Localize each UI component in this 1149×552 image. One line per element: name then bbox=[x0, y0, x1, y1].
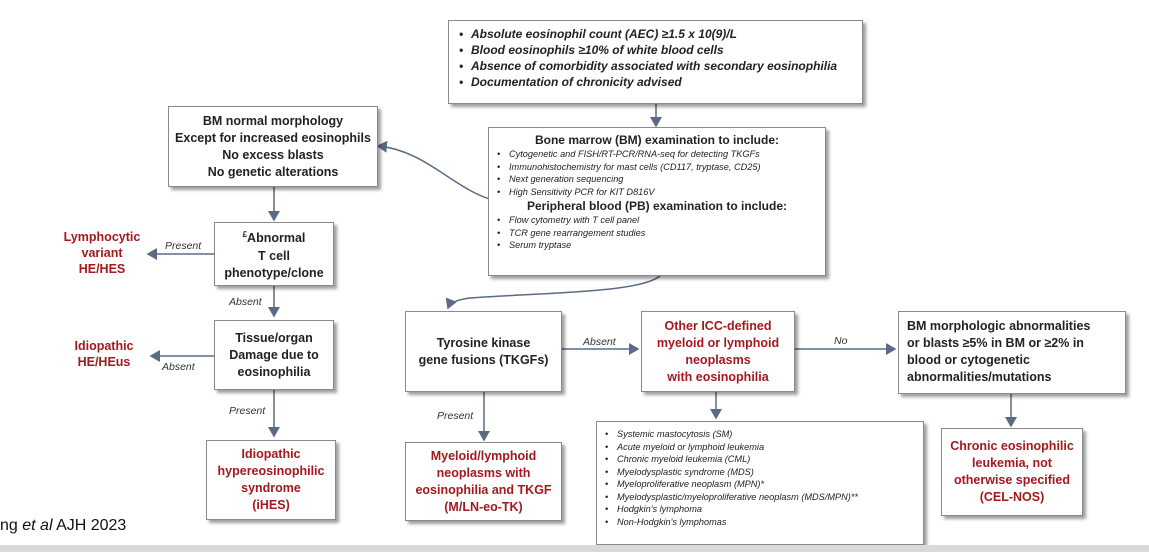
icc-list-item: Myelodysplastic/myeloproliferative neopl… bbox=[603, 491, 917, 504]
mln-line: (M/LN-eo-TK) bbox=[444, 499, 523, 514]
label-absent: Absent bbox=[229, 296, 262, 308]
lymphocytic-line: Lymphocytic bbox=[63, 230, 141, 244]
tissue-organ-damage-box: Tissue/organ Damage due to eosinophilia bbox=[214, 320, 334, 390]
idiopathic-he-line: Idiopathic bbox=[74, 339, 134, 353]
bm-normal-morphology-box: BM normal morphology Except for increase… bbox=[168, 106, 378, 187]
mln-eo-tk-box: Myeloid/lymphoid neoplasms with eosinoph… bbox=[405, 442, 562, 521]
mln-line: neoplasms with bbox=[436, 465, 531, 480]
icc-list-item: Non-Hodgkin's lymphomas bbox=[603, 516, 917, 529]
citation-etal: et al bbox=[22, 517, 53, 534]
ihes-line: (iHES) bbox=[252, 498, 290, 512]
criterion-item: Absolute eosinophil count (AEC) ≥1.5 x 1… bbox=[457, 26, 854, 42]
citation-suffix: AJH 2023 bbox=[52, 517, 127, 534]
bm-normal-line: No excess blasts bbox=[222, 147, 324, 162]
icc-neoplasm-list-box: Systemic mastocytosis (SM) Acute myeloid… bbox=[596, 421, 924, 545]
bottom-bar bbox=[0, 545, 1149, 552]
icc-line: neoplasms bbox=[685, 352, 751, 367]
icc-list-item: Systemic mastocytosis (SM) bbox=[603, 428, 917, 441]
icc-list-item: Hodgkin's lymphoma bbox=[603, 503, 917, 516]
label-present: Present bbox=[437, 410, 474, 422]
pb-exam-title: Peripheral blood (PB) examination to inc… bbox=[526, 199, 788, 213]
icc-list-item: Chronic myeloid leukemia (CML) bbox=[603, 453, 917, 466]
label-present: Present bbox=[165, 240, 202, 252]
tcell-line: Abnormal bbox=[247, 231, 306, 246]
pb-exam-item: TCR gene rearrangement studies bbox=[495, 227, 819, 240]
bm-morph-line: abnormalities/mutations bbox=[907, 370, 1052, 384]
icc-list-item: Myelodysplastic syndrome (MDS) bbox=[603, 466, 917, 479]
tkgf-line: gene fusions (TKGFs) bbox=[418, 352, 549, 367]
bm-exam-title: Bone marrow (BM) examination to include: bbox=[534, 133, 780, 147]
tkgf-line: Tyrosine kinase bbox=[436, 335, 531, 350]
bm-exam-item: Immunohistochemistry for mast cells (CD1… bbox=[495, 161, 819, 174]
ihes-line: Idiopathic bbox=[241, 447, 301, 461]
bm-normal-line: Except for increased eosinophils bbox=[175, 130, 371, 145]
bm-morph-line: BM morphologic abnormalities bbox=[907, 319, 1091, 333]
icc-list-item: Acute myeloid or lymphoid leukemia bbox=[603, 441, 917, 454]
icc-list-item: Myeloproliferative neoplasm (MPN)* bbox=[603, 478, 917, 491]
idiopathic-he-line: HE/HEus bbox=[77, 355, 131, 369]
abnormal-tcell-box: £Abnormal T cell phenotype/clone bbox=[214, 222, 334, 286]
bm-normal-line: BM normal morphology bbox=[202, 113, 344, 128]
arrow-exam-to-tkgf bbox=[445, 275, 661, 310]
idiopathic-he-text: Idiopathic HE/HEus bbox=[60, 338, 148, 370]
cel-line: (CEL-NOS) bbox=[979, 490, 1045, 504]
bm-exam-item: Cytogenetic and FISH/RT-PCR/RNA-seq for … bbox=[495, 148, 819, 161]
lymphocytic-line: variant bbox=[81, 246, 123, 260]
cel-line: leukemia, not bbox=[972, 456, 1052, 470]
tcell-line: T cell bbox=[258, 248, 290, 263]
bm-morph-line: or blasts ≥5% in BM or ≥2% in bbox=[907, 336, 1084, 350]
pb-exam-item: Serum tryptase bbox=[495, 239, 819, 252]
criterion-item: Documentation of chronicity advised bbox=[457, 74, 854, 90]
icc-line: with eosinophilia bbox=[667, 369, 769, 384]
criterion-item: Absence of comorbidity associated with s… bbox=[457, 58, 854, 74]
icc-line: myeloid or lymphoid bbox=[656, 335, 780, 350]
ihes-box: Idiopathic hypereosinophilic syndrome (i… bbox=[206, 440, 336, 520]
ihes-line: hypereosinophilic bbox=[217, 464, 325, 478]
label-present: Present bbox=[229, 405, 266, 417]
mln-line: eosinophilia and TKGF bbox=[415, 482, 552, 497]
mln-line: Myeloid/lymphoid bbox=[430, 448, 537, 463]
citation-prefix: ng bbox=[0, 517, 23, 534]
label-no: No bbox=[834, 335, 848, 347]
bm-pb-examination-box: Bone marrow (BM) examination to include:… bbox=[488, 127, 826, 276]
ihes-line: syndrome bbox=[241, 481, 301, 495]
tcell-superscript: £ bbox=[242, 230, 248, 240]
bm-exam-item: Next generation sequencing bbox=[495, 173, 819, 186]
bm-normal-line: No genetic alterations bbox=[207, 164, 339, 179]
bm-morph-line: blood or cytogenetic bbox=[907, 353, 1030, 367]
pb-exam-item: Flow cytometry with T cell panel bbox=[495, 214, 819, 227]
icc-line: Other ICC-defined bbox=[664, 318, 772, 333]
label-absent: Absent bbox=[583, 336, 616, 348]
lymphocytic-variant-text: Lymphocytic variant HE/HES bbox=[56, 229, 148, 277]
criterion-item: Blood eosinophils ≥10% of white blood ce… bbox=[457, 42, 854, 58]
cel-nos-box: Chronic eosinophilic leukemia, not other… bbox=[941, 428, 1083, 516]
citation: ng et al AJH 2023 bbox=[0, 517, 126, 535]
bm-morphologic-abnormalities-box: BM morphologic abnormalities or blasts ≥… bbox=[898, 311, 1126, 394]
other-icc-box: Other ICC-defined myeloid or lymphoid ne… bbox=[641, 311, 795, 392]
cel-line: otherwise specified bbox=[953, 473, 1070, 487]
label-absent: Absent bbox=[162, 361, 195, 373]
cel-line: Chronic eosinophilic bbox=[950, 439, 1074, 453]
bm-exam-item: High Sensitivity PCR for KIT D816V bbox=[495, 186, 819, 199]
tissue-line: Tissue/organ bbox=[235, 330, 313, 345]
diagnostic-criteria-box: Absolute eosinophil count (AEC) ≥1.5 x 1… bbox=[448, 20, 863, 104]
tissue-line: eosinophilia bbox=[237, 364, 311, 379]
arrow-exam-to-bm-normal bbox=[376, 140, 494, 201]
lymphocytic-line: HE/HES bbox=[78, 262, 126, 276]
tcell-line: phenotype/clone bbox=[224, 265, 324, 280]
tissue-line: Damage due to bbox=[229, 347, 319, 362]
tkgf-box: Tyrosine kinase gene fusions (TKGFs) bbox=[405, 311, 562, 392]
